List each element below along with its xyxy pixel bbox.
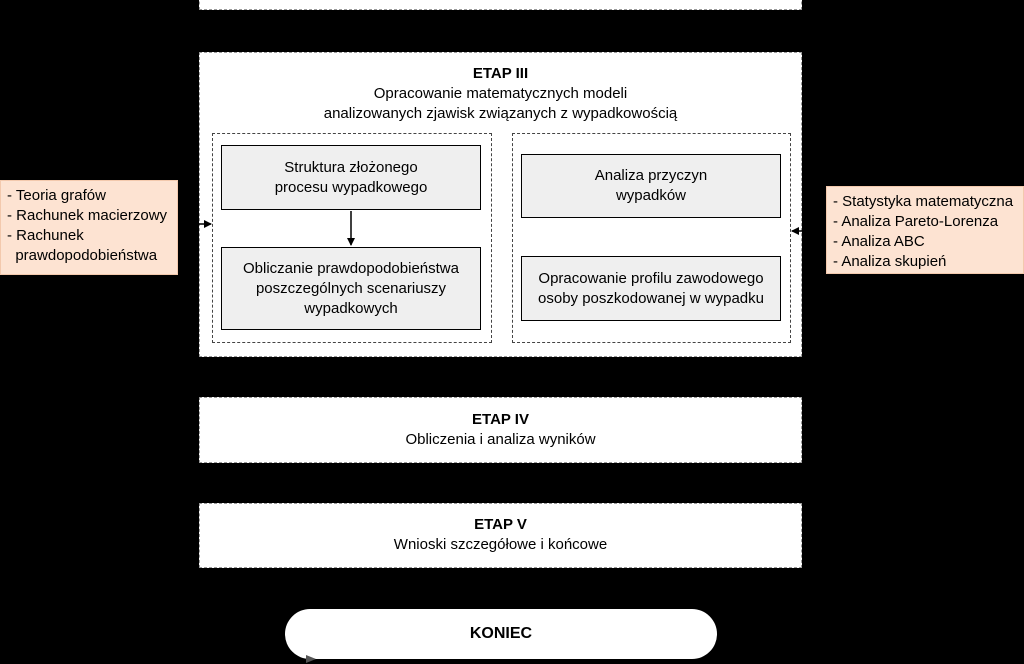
arrow-into-end (306, 655, 316, 663)
process-structure-line2: procesu wypadkowego (274, 178, 428, 196)
previous-stage-box (199, 0, 802, 10)
probability-calc-box: Obliczanie prawdopodobieństwa poszczegól… (221, 247, 481, 330)
etap3-left-group (212, 133, 492, 343)
right-method-item: - Analiza skupień (833, 253, 947, 270)
etap5-subtitle: Wnioski szczegółowe i końcowe (393, 536, 608, 553)
right-method-item: - Analiza Pareto-Lorenza (833, 213, 999, 230)
etap4-title: ETAP IV (472, 411, 529, 428)
process-structure-box: Struktura złożonego procesu wypadkowego (221, 145, 481, 210)
etap3-title: ETAP III (472, 65, 529, 82)
accident-causes-box: Analiza przyczyn wypadków (521, 154, 781, 218)
right-method-item: - Analiza ABC (833, 233, 925, 250)
etap5-box: ETAP V Wnioski szczegółowe i końcowe (199, 503, 802, 568)
etap3-subtitle-line1: Opracowanie matematycznych modeli (373, 85, 628, 102)
accident-causes-line2: wypadków (615, 187, 687, 204)
left-method-item: - Teoria grafów (7, 187, 106, 204)
left-method-item: - Rachunek (7, 227, 84, 244)
process-structure-line1: Struktura złożonego (284, 158, 418, 176)
probability-calc-line2: poszczególnych scenariuszy (255, 279, 447, 297)
etap3-right-group (512, 133, 791, 343)
probability-calc-line1: Obliczanie prawdopodobieństwa (243, 259, 459, 277)
right-method-item: - Statystyka matematyczna (833, 193, 1014, 210)
etap3-subtitle-line2: analizowanych zjawisk związanych z wypad… (323, 105, 678, 122)
accident-causes-line1: Analiza przyczyn (594, 167, 708, 184)
etap4-box: ETAP IV Obliczenia i analiza wyników (199, 397, 802, 463)
end-terminator: KONIEC (285, 609, 717, 659)
victim-profile-box: Opracowanie profilu zawodowego osoby pos… (521, 256, 781, 321)
left-method-item: - Rachunek macierzowy (7, 207, 168, 224)
victim-profile-line1: Opracowanie profilu zawodowego (538, 269, 764, 287)
victim-profile-line2: osoby poszkodowanej w wypadku (538, 289, 764, 307)
probability-calc-line3: wypadkowych (304, 299, 398, 317)
left-methods-panel: - Teoria grafów - Rachunek macierzowy - … (0, 180, 178, 275)
left-method-item: prawdopodobieństwa (7, 247, 158, 264)
etap4-subtitle: Obliczenia i analiza wyników (405, 431, 596, 448)
etap5-title: ETAP V (474, 516, 527, 533)
